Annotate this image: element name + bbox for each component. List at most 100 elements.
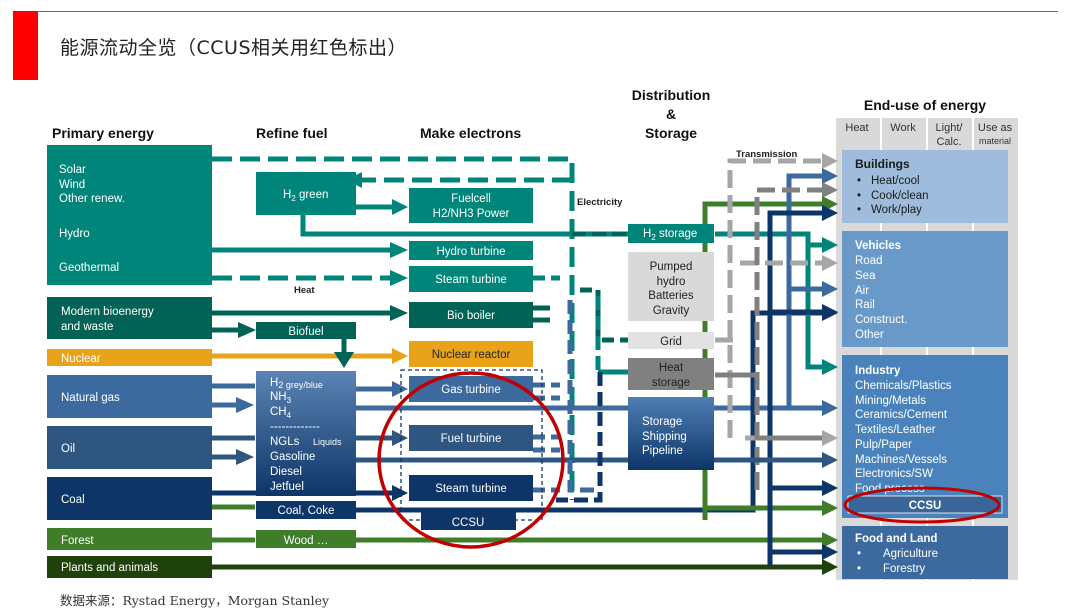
svg-text:•: • [857, 175, 861, 187]
bio-boiler-box: Bio boiler [409, 302, 533, 328]
col-refine-fuel: Refine fuel [256, 125, 328, 141]
refine-fossil-box: H2 grey/blue NH3 CH4 ------------- NGLs … [256, 371, 356, 496]
svg-text:Industry: Industry [855, 365, 901, 377]
hydro-turbine-box: Hydro turbine [409, 241, 533, 260]
refine-diesel: Diesel [270, 466, 302, 478]
primary-forest: Forest [61, 535, 94, 547]
nuclear-reactor-box: Nuclear reactor [409, 341, 533, 367]
primary-oil: Oil [61, 443, 75, 455]
primary-bioenergy-line2: and waste [61, 321, 113, 333]
svg-text:Food and Land: Food and Land [855, 533, 937, 545]
steam-turbine-heat-box: Steam turbine [409, 266, 533, 292]
green-distribution-flow [702, 201, 822, 520]
svg-text:Steam turbine: Steam turbine [435, 274, 507, 286]
steam-turbine-coal-box: Steam turbine [409, 475, 533, 501]
refine-gasoline: Gasoline [270, 451, 315, 463]
svg-text:Shipping: Shipping [642, 431, 687, 443]
enduse-calc: Calc. [936, 136, 961, 148]
primary-bioenergy-line1: Modern bioenergy [61, 306, 154, 318]
svg-text:•: • [857, 190, 861, 202]
svg-text:Machines/Vessels: Machines/Vessels [855, 454, 947, 466]
primary-other-renew: Other renew. [59, 193, 125, 205]
svg-text:•: • [857, 563, 861, 575]
refine-coal-coke-box: Coal, Coke [256, 501, 356, 519]
svg-text:Fuelcell: Fuelcell [451, 193, 491, 205]
col-end-use: End-use of energy [864, 97, 986, 113]
heat-transmission-flow [754, 187, 822, 490]
svg-text:Agriculture: Agriculture [883, 548, 938, 560]
refine-wood-box: Wood … [256, 530, 356, 548]
svg-text:Bio boiler: Bio boiler [447, 310, 495, 322]
primary-natural-gas: Natural gas [61, 392, 120, 404]
primary-forest-box: Forest [47, 528, 212, 550]
refine-biofuel: Biofuel [288, 326, 323, 338]
primary-plants-box: Plants and animals [47, 556, 212, 578]
svg-text:Nuclear reactor: Nuclear reactor [432, 349, 511, 361]
svg-text:NH3: NH3 [270, 391, 292, 405]
svg-text:•: • [857, 548, 861, 560]
refine-liquids: Liquids [313, 437, 342, 447]
primary-renewables-box: Solar Wind Other renew. Hydro Geothermal [47, 145, 212, 285]
svg-text:Gravity: Gravity [653, 305, 690, 317]
refine-separator: ------------- [270, 421, 320, 433]
svg-text:Pulp/Paper: Pulp/Paper [855, 439, 912, 451]
heat-storage-box: Heat storage [628, 358, 714, 390]
enduse-buildings-box: Buildings •Heat/cool •Cook/clean •Work/p… [842, 150, 1008, 223]
svg-text:storage: storage [652, 377, 690, 389]
svg-text:CCSU: CCSU [452, 517, 485, 529]
svg-text:Heat: Heat [659, 362, 684, 374]
page-title: 能源流动全览（CCUS相关用红色标出） [60, 37, 408, 59]
navy-distribution-flow [767, 210, 822, 566]
col-distribution: Distribution [632, 87, 711, 103]
svg-text:Storage: Storage [642, 416, 682, 428]
primary-plants: Plants and animals [61, 562, 158, 574]
h2-to-storage-flow [300, 210, 628, 237]
svg-text:Pipeline: Pipeline [642, 445, 683, 457]
pumped-hydro-box: Pumped hydro Batteries Gravity [628, 252, 714, 321]
header-rule [13, 11, 1058, 12]
primary-solar: Solar [59, 164, 86, 176]
svg-text:Vehicles: Vehicles [855, 240, 901, 252]
fuelcell-box: Fuelcell H2/NH3 Power [409, 188, 533, 223]
svg-text:Construct.: Construct. [855, 314, 907, 326]
svg-text:H2/NH3 Power: H2/NH3 Power [433, 208, 510, 220]
heat-label: Heat [294, 285, 315, 296]
svg-text:Fuel turbine: Fuel turbine [441, 433, 502, 445]
primary-coal-box: Coal [47, 477, 212, 520]
enduse-heat: Heat [845, 122, 868, 134]
svg-text:Batteries: Batteries [648, 290, 694, 302]
ccus-group-outline [400, 369, 543, 521]
blue-distribution-flow [786, 173, 822, 406]
svg-text:Road: Road [855, 255, 883, 267]
transmission-flow [727, 158, 822, 438]
svg-text:Gas turbine: Gas turbine [441, 384, 500, 396]
h2-distribution-flow [715, 231, 822, 370]
enduse-material: material [979, 136, 1011, 146]
primary-natural-gas-box: Natural gas [47, 375, 212, 418]
primary-bioenergy-box: Modern bioenergy and waste [47, 297, 212, 339]
primary-oil-box: Oil [47, 426, 212, 469]
col-ampersand: & [666, 106, 676, 122]
enduse-use-as: Use as [978, 122, 1013, 134]
svg-text:H2 grey/blue: H2 grey/blue [270, 377, 323, 390]
refine-biofuel-box: Biofuel [256, 322, 356, 339]
svg-text:Grid: Grid [660, 336, 682, 348]
svg-text:Cook/clean: Cook/clean [871, 190, 929, 202]
transmission-label: Transmission [736, 149, 797, 160]
ccsu-electrons-box: CCSU [421, 512, 516, 530]
enduse-food-land-box: Food and Land •Agriculture •Forestry [842, 526, 1008, 579]
primary-nuclear: Nuclear [61, 353, 101, 365]
svg-text:H2 storage: H2 storage [643, 228, 697, 242]
svg-text:•: • [857, 204, 861, 216]
svg-text:Work/play: Work/play [871, 204, 922, 216]
svg-text:CH4: CH4 [270, 406, 292, 420]
svg-text:H2 green: H2 green [283, 189, 328, 203]
col-primary-energy: Primary energy [52, 125, 154, 141]
primary-hydro: Hydro [59, 228, 90, 240]
grid-box: Grid [628, 332, 714, 349]
arrowheads [236, 153, 838, 575]
title-accent-bar [13, 11, 38, 80]
svg-text:Electronics/SW: Electronics/SW [855, 468, 933, 480]
col-storage: Storage [645, 125, 697, 141]
svg-text:Steam turbine: Steam turbine [435, 483, 507, 495]
